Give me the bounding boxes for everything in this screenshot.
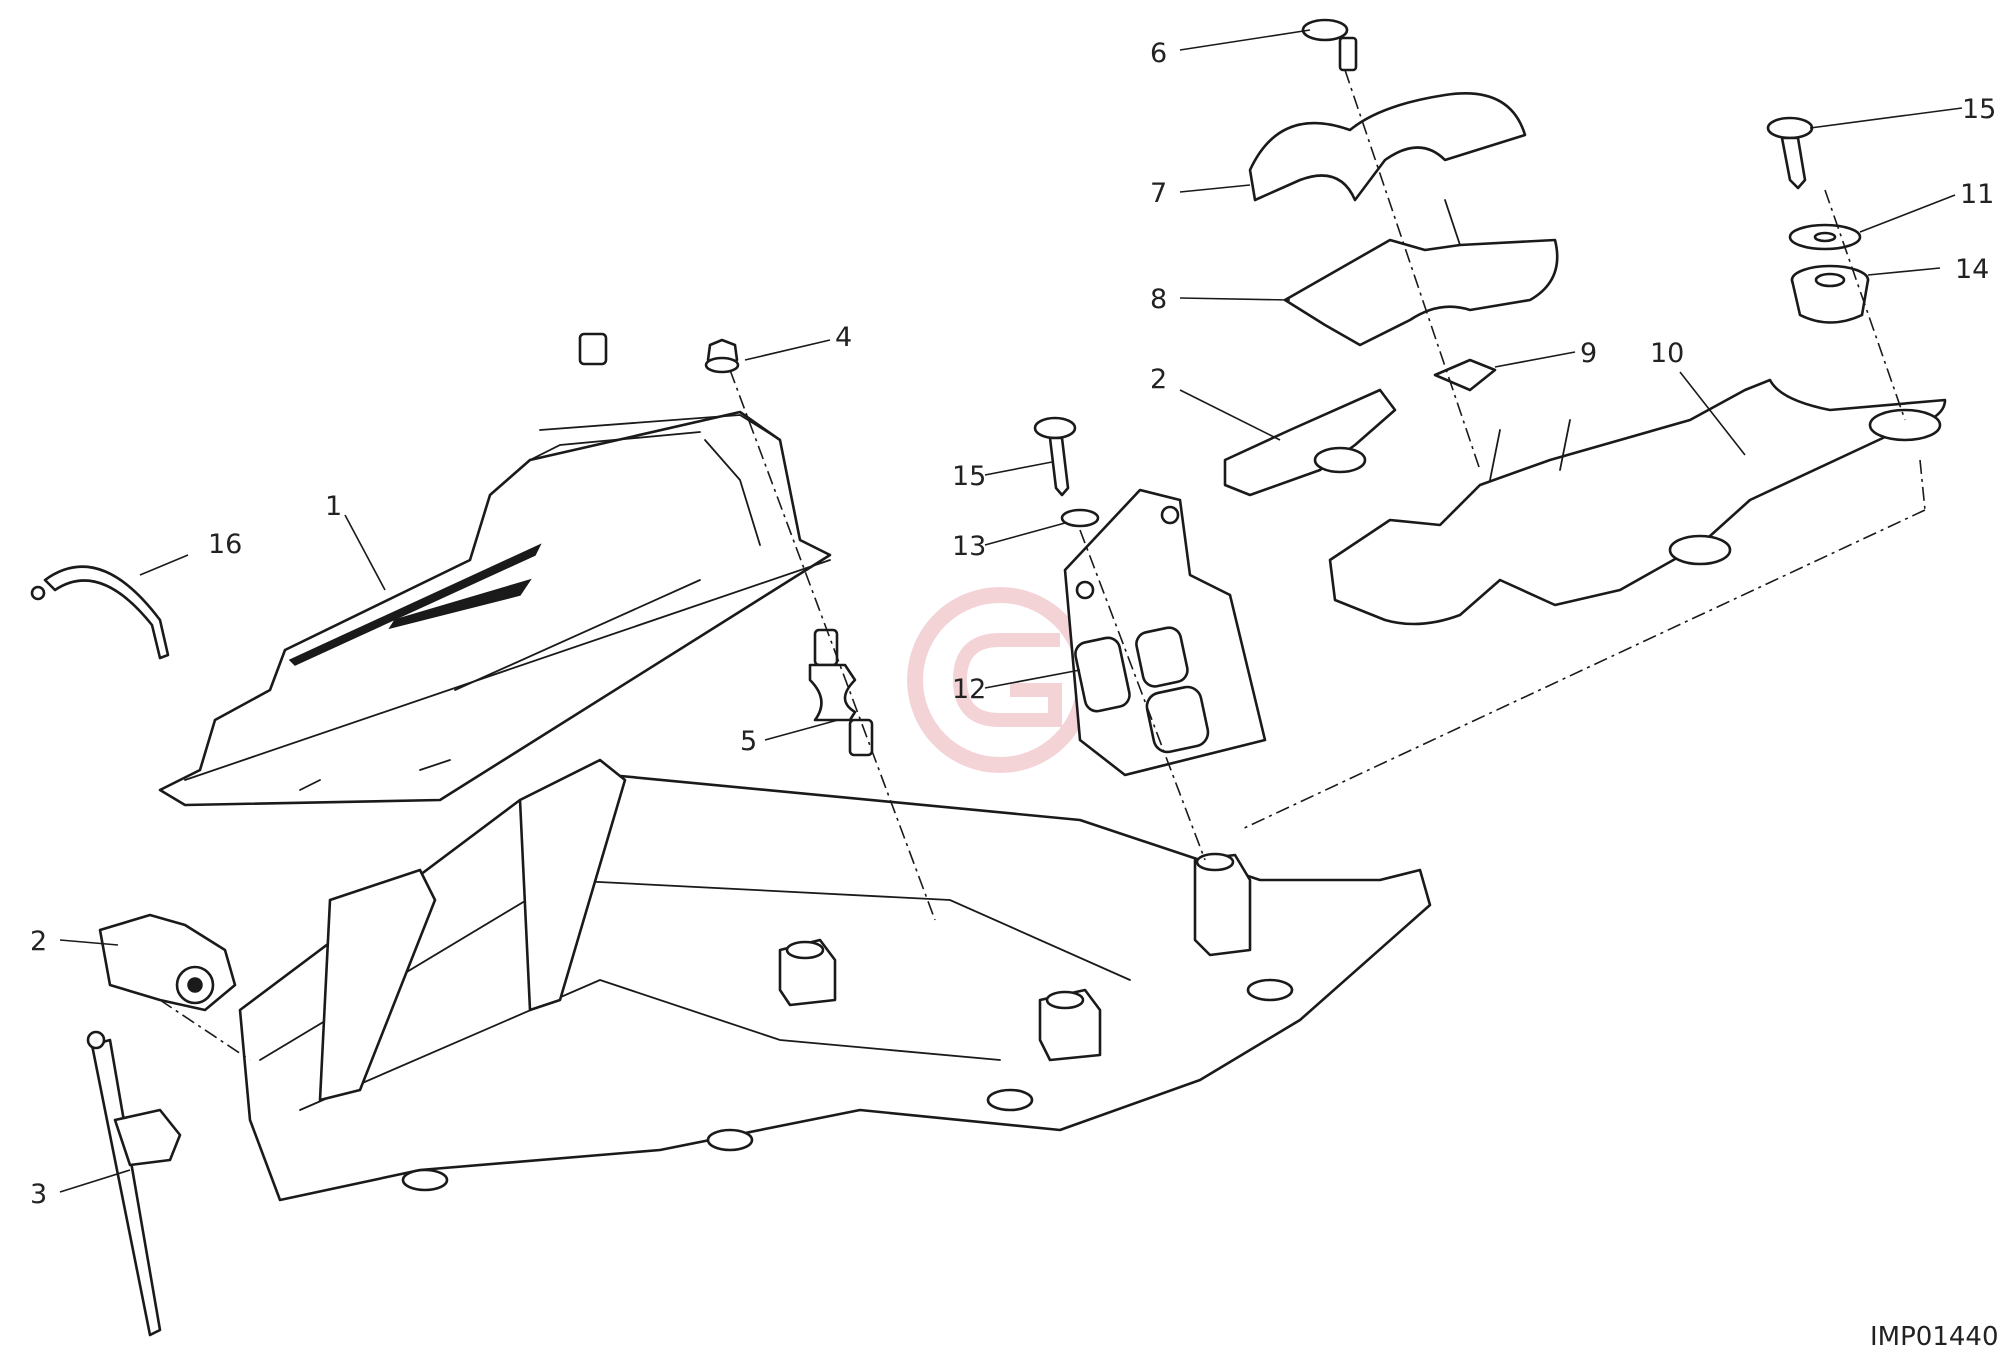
callout-1: 1 xyxy=(325,491,342,522)
callout-15-middle: 15 xyxy=(952,461,986,492)
callout-12: 12 xyxy=(952,674,986,705)
callout-labels: 1 2 2 3 4 5 6 7 8 9 10 11 12 13 14 15 15… xyxy=(30,38,1996,1210)
part-15-screw-right xyxy=(1766,116,1814,190)
part-10-harness-bracket xyxy=(1328,378,1947,626)
callout-9: 9 xyxy=(1580,338,1597,369)
part-2-sensor-left xyxy=(98,913,237,1012)
callout-3: 3 xyxy=(30,1179,47,1210)
part-7-upper-clamp xyxy=(1248,92,1527,202)
part-3-cable-tie xyxy=(86,1030,182,1337)
leader-lines xyxy=(59,29,1963,1193)
part-8-lower-clamp xyxy=(1283,199,1559,347)
callout-13: 13 xyxy=(952,531,986,562)
part-1-control-unit-cover xyxy=(158,332,832,807)
callout-15-right: 15 xyxy=(1962,94,1996,125)
part-9-clip xyxy=(1433,358,1497,392)
callout-2-right: 2 xyxy=(1150,364,1167,395)
part-2-sensor-right xyxy=(1223,388,1397,497)
part-13-washer xyxy=(1060,508,1100,528)
assembly-axis-lines xyxy=(159,69,1926,1061)
callout-7: 7 xyxy=(1150,178,1167,209)
callout-5: 5 xyxy=(740,726,757,757)
part-5-rubber-mount xyxy=(808,628,874,757)
callout-2-left: 2 xyxy=(30,926,47,957)
callout-4: 4 xyxy=(835,322,852,353)
part-frame xyxy=(238,758,1432,1202)
part-16-band xyxy=(30,565,170,660)
reference-code: IMP01440 xyxy=(1870,1322,1999,1352)
callout-10: 10 xyxy=(1650,338,1684,369)
callout-8: 8 xyxy=(1150,284,1167,315)
part-12-bracket xyxy=(1063,488,1267,777)
part-11-washer xyxy=(1788,223,1862,251)
part-15-screw-middle xyxy=(1033,416,1077,497)
watermark-logo xyxy=(907,587,1093,773)
part-6-screw xyxy=(1301,18,1358,72)
callout-6: 6 xyxy=(1150,38,1167,69)
callout-16: 16 xyxy=(208,529,242,560)
part-4-nut xyxy=(704,338,740,374)
callout-11: 11 xyxy=(1960,179,1994,210)
part-14-grommet xyxy=(1790,264,1870,324)
callout-14: 14 xyxy=(1955,254,1989,285)
